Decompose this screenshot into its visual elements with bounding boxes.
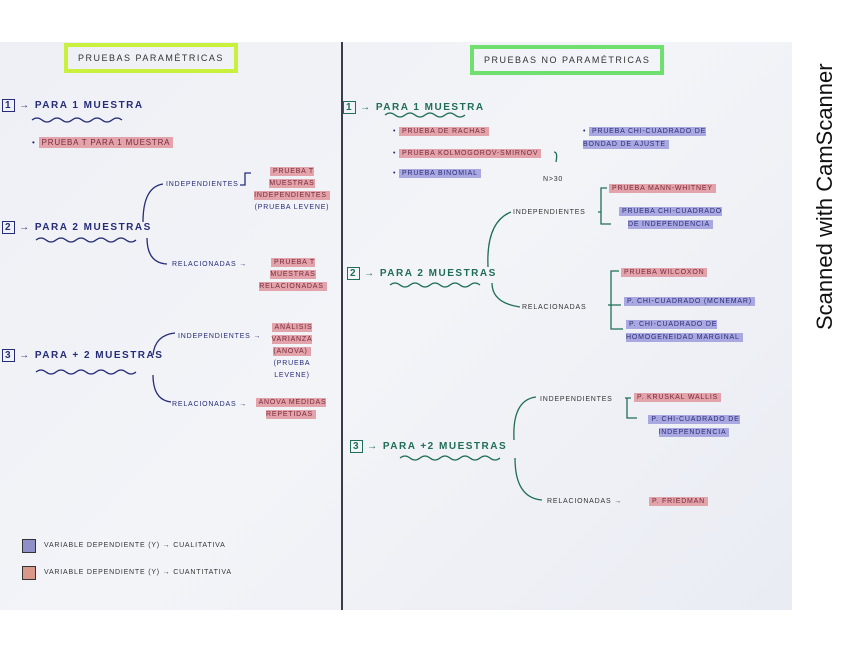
section-number: 1 xyxy=(2,99,16,112)
section-2-heading: 2→ PARA 2 MUESTRAS xyxy=(2,221,152,234)
branch-arrow xyxy=(513,396,537,441)
legend-text: VARIABLE DEPENDIENTE (y) → CUALITATIVA xyxy=(44,542,226,549)
test-group: ANOVA MEDIDAS REPETIDAS xyxy=(250,396,332,420)
section-2-heading: 2→ PARA 2 MUESTRAS xyxy=(347,267,497,280)
test-item: P. FRIEDMAN xyxy=(649,496,709,507)
test-item: P. CHI-CUADRADO DE INDEPENDENCIA xyxy=(638,413,750,439)
quantitative-test: PRUEBA T MUESTRAS INDEPENDIENTES xyxy=(254,167,330,200)
quantitative-test: PRUEBA T MUESTRAS RELACIONADAS xyxy=(259,258,327,291)
test-item: Prueba Wilcoxon xyxy=(621,267,708,278)
legend-swatch-quantitative xyxy=(22,566,36,580)
wavy-underline xyxy=(35,237,137,243)
quantitative-test: ANÁLISIS VARIANZA (ANOVA) xyxy=(271,323,313,356)
section-number: 2 xyxy=(2,221,16,234)
section-3-heading: 3→ PARA + 2 MUESTRAS xyxy=(2,349,164,362)
bullet-item: • Prueba CHI-CUADRADO de bondad de ajust… xyxy=(583,127,707,149)
bullet-item: • Prueba de RACHAS xyxy=(393,126,489,137)
test-note: (PRUEBA LEVENE) xyxy=(254,204,330,211)
quantitative-test: P. FRIEDMAN xyxy=(649,497,709,506)
quantitative-test: P. KRUSKAL WALLIS xyxy=(634,393,722,402)
qualitative-test: Prueba CHI-CUADRADO de independencia xyxy=(619,207,722,229)
qualitative-test: Prueba BINOMIAL xyxy=(399,169,481,178)
wavy-underline xyxy=(389,282,481,288)
branch-label: RELACIONADAS → xyxy=(547,498,622,505)
branch-label: INDEPENDIENTES → xyxy=(178,333,262,340)
section-1-heading: 1→ PARA 1 MUESTRA xyxy=(343,101,485,114)
branch-label: RELACIONADAS → xyxy=(172,401,247,408)
wavy-underline xyxy=(384,112,466,118)
section-3-heading: 3→ PARA +2 MUESTRAS xyxy=(350,440,508,453)
bracket xyxy=(625,397,637,419)
bullet-item: • PRUEBA T para 1 MUESTRA xyxy=(32,137,174,148)
bracket xyxy=(598,187,611,225)
test-group: PRUEBA T MUESTRAS RELACIONADAS xyxy=(253,256,333,292)
branch-label: INDEPENDIENTES xyxy=(166,181,239,188)
branch-label: INDEPENDIENTES xyxy=(540,396,613,403)
test-item: P. CHI-CUADRADO (MCNEMAR) xyxy=(624,296,755,307)
section-label: → PARA 1 MUESTRA xyxy=(19,100,144,111)
camscanner-watermark: Scanned with CamScanner xyxy=(812,63,837,330)
qualitative-test: P. CHI-CUADRADO DE HOMOGENEIDAD MARGINAL xyxy=(626,320,743,342)
branch-label: RELACIONADAS xyxy=(522,304,587,311)
branch-arrow xyxy=(487,211,512,268)
section-label: → PARA 2 MUESTRAS xyxy=(364,268,497,279)
bullet-item: • Prueba KOLMOGOROV-SMIRNOV xyxy=(393,148,542,159)
bracket xyxy=(608,270,623,330)
wavy-underline xyxy=(31,117,123,123)
bracket xyxy=(240,172,251,186)
test-item: Prueba MANN-WHITNEY xyxy=(609,183,716,194)
test-item: P. KRUSKAL WALLIS xyxy=(634,392,722,403)
section-number: 3 xyxy=(350,440,364,453)
sample-size-note: n>30 xyxy=(543,176,564,183)
branch-arrow xyxy=(146,237,168,265)
quantitative-test: Prueba Wilcoxon xyxy=(621,268,708,277)
branch-arrow xyxy=(142,183,164,223)
quantitative-test: PRUEBA T para 1 MUESTRA xyxy=(38,137,174,148)
qualitative-test: P. CHI-CUADRADO DE INDEPENDENCIA xyxy=(648,415,740,437)
branch-arrow xyxy=(152,374,172,403)
branch-label: RELACIONADAS → xyxy=(172,261,247,268)
quantitative-test: Prueba KOLMOGOROV-SMIRNOV xyxy=(399,149,542,158)
quantitative-test: Prueba de RACHAS xyxy=(399,127,489,136)
parametric-title: PRUEBAS PARAMÉTRICAS xyxy=(64,43,238,73)
bullet-item: • Prueba BINOMIAL xyxy=(393,168,481,179)
test-item: Prueba CHI-CUADRADO de independencia xyxy=(613,205,728,231)
section-label: → PARA 1 MUESTRA xyxy=(360,102,485,113)
branch-arrow xyxy=(514,457,543,501)
column-divider xyxy=(341,42,343,610)
section-label: → PARA + 2 MUESTRAS xyxy=(19,350,164,361)
section-label: → PARA 2 MUESTRAS xyxy=(19,222,152,233)
qualitative-test: Prueba CHI-CUADRADO de bondad de ajuste xyxy=(583,127,707,149)
section-number: 3 xyxy=(2,349,16,362)
section-number: 1 xyxy=(343,101,357,114)
test-note: (PRUEBA LEVENE) xyxy=(273,360,311,379)
legend-text: VARIABLE DEPENDIENTE (y) → CUANTITATIVA xyxy=(44,569,232,576)
test-group: PRUEBA T MUESTRAS INDEPENDIENTES (PRUEBA … xyxy=(253,165,331,213)
branch-arrow xyxy=(152,332,176,356)
section-number: 2 xyxy=(347,267,361,280)
quantitative-test: ANOVA MEDIDAS REPETIDAS xyxy=(255,398,327,419)
quantitative-test: Prueba MANN-WHITNEY xyxy=(609,184,716,193)
test-group: ANÁLISIS VARIANZA (ANOVA) (PRUEBA LEVENE) xyxy=(255,321,329,381)
test-item: P. CHI-CUADRADO DE HOMOGENEIDAD MARGINAL xyxy=(626,318,766,344)
qualitative-test: P. CHI-CUADRADO (MCNEMAR) xyxy=(624,297,755,306)
bracket xyxy=(553,151,558,163)
branch-arrow xyxy=(491,282,521,308)
legend-swatch-qualitative xyxy=(22,539,36,553)
branch-label: INDEPENDIENTES xyxy=(513,209,586,216)
wavy-underline xyxy=(399,455,501,461)
nonparametric-title: PRUEBAS NO PARAMÉTRICAS xyxy=(470,45,665,75)
section-label: → PARA +2 MUESTRAS xyxy=(367,441,508,452)
section-1-heading: 1→ PARA 1 MUESTRA xyxy=(2,99,144,112)
wavy-underline xyxy=(35,369,137,375)
